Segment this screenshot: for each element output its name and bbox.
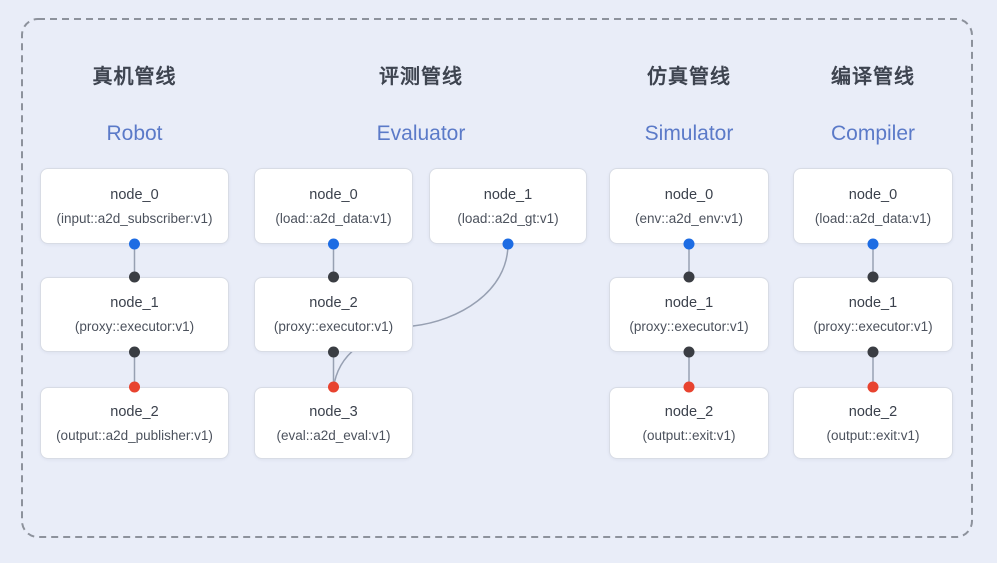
node-name: node_2 bbox=[664, 403, 714, 420]
node-box-simulator-1: node_1 (proxy::executor:v1) bbox=[609, 277, 769, 352]
node-box-simulator-2: node_2 (output::exit:v1) bbox=[609, 387, 769, 459]
node-box-compiler-1: node_1 (proxy::executor:v1) bbox=[793, 277, 953, 352]
node-name: node_3 bbox=[309, 403, 358, 420]
node-name: node_1 bbox=[483, 186, 533, 203]
node-name: node_2 bbox=[309, 295, 358, 311]
node-name: node_0 bbox=[848, 186, 898, 203]
node-box-simulator-0: node_0 (env::a2d_env:v1) bbox=[609, 168, 769, 244]
node-type: (load::a2d_gt:v1) bbox=[457, 210, 559, 226]
node-type: (input::a2d_subscriber:v1) bbox=[56, 210, 213, 226]
node-name: node_0 bbox=[664, 186, 714, 203]
node-type: (proxy::executor:v1) bbox=[629, 319, 749, 334]
pipeline-title-en-robot: Robot bbox=[106, 122, 163, 145]
node-box-evaluator-0: node_0 (load::a2d_data:v1) bbox=[254, 168, 413, 244]
pipeline-title-zh-robot: 真机管线 bbox=[92, 66, 177, 88]
node-box-robot-2: node_2 (output::a2d_publisher:v1) bbox=[40, 387, 229, 459]
node-type: (env::a2d_env:v1) bbox=[634, 210, 744, 226]
node-type: (output::a2d_publisher:v1) bbox=[56, 427, 213, 443]
node-type: (proxy::executor:v1) bbox=[273, 319, 394, 334]
node-type: (output::exit:v1) bbox=[642, 427, 736, 443]
node-type: (proxy::executor:v1) bbox=[74, 319, 195, 334]
pipeline-title-en-simulator: Simulator bbox=[644, 122, 734, 145]
pipeline-title-en-compiler: Compiler bbox=[830, 122, 916, 145]
node-name: node_0 bbox=[309, 186, 358, 203]
pipeline-title-zh-evaluator: 评测管线 bbox=[379, 66, 463, 88]
node-name: node_2 bbox=[110, 403, 159, 420]
pipeline-title-zh-simulator: 仿真管线 bbox=[647, 66, 731, 88]
node-type: (proxy::executor:v1) bbox=[813, 319, 933, 334]
node-name: node_1 bbox=[664, 295, 714, 311]
node-box-compiler-2: node_2 (output::exit:v1) bbox=[793, 387, 953, 459]
node-name: node_0 bbox=[110, 186, 159, 203]
pipeline-title-en-evaluator: Evaluator bbox=[376, 122, 466, 145]
pipeline-title-zh-compiler: 编译管线 bbox=[831, 66, 915, 88]
node-type: (output::exit:v1) bbox=[826, 427, 920, 443]
node-box-evaluator-3: node_3 (eval::a2d_eval:v1) bbox=[254, 387, 413, 459]
node-name: node_1 bbox=[110, 295, 159, 311]
node-type: (load::a2d_data:v1) bbox=[275, 210, 392, 226]
node-box-evaluator-2: node_2 (proxy::executor:v1) bbox=[254, 277, 413, 352]
node-box-robot-0: node_0 (input::a2d_subscriber:v1) bbox=[40, 168, 229, 244]
node-box-robot-1: node_1 (proxy::executor:v1) bbox=[40, 277, 229, 352]
node-name: node_1 bbox=[848, 295, 898, 311]
node-type: (load::a2d_data:v1) bbox=[814, 210, 932, 226]
node-type: (eval::a2d_eval:v1) bbox=[276, 427, 391, 443]
node-box-evaluator-1: node_1 (load::a2d_gt:v1) bbox=[429, 168, 587, 244]
node-box-compiler-0: node_0 (load::a2d_data:v1) bbox=[793, 168, 953, 244]
node-name: node_2 bbox=[848, 403, 898, 420]
